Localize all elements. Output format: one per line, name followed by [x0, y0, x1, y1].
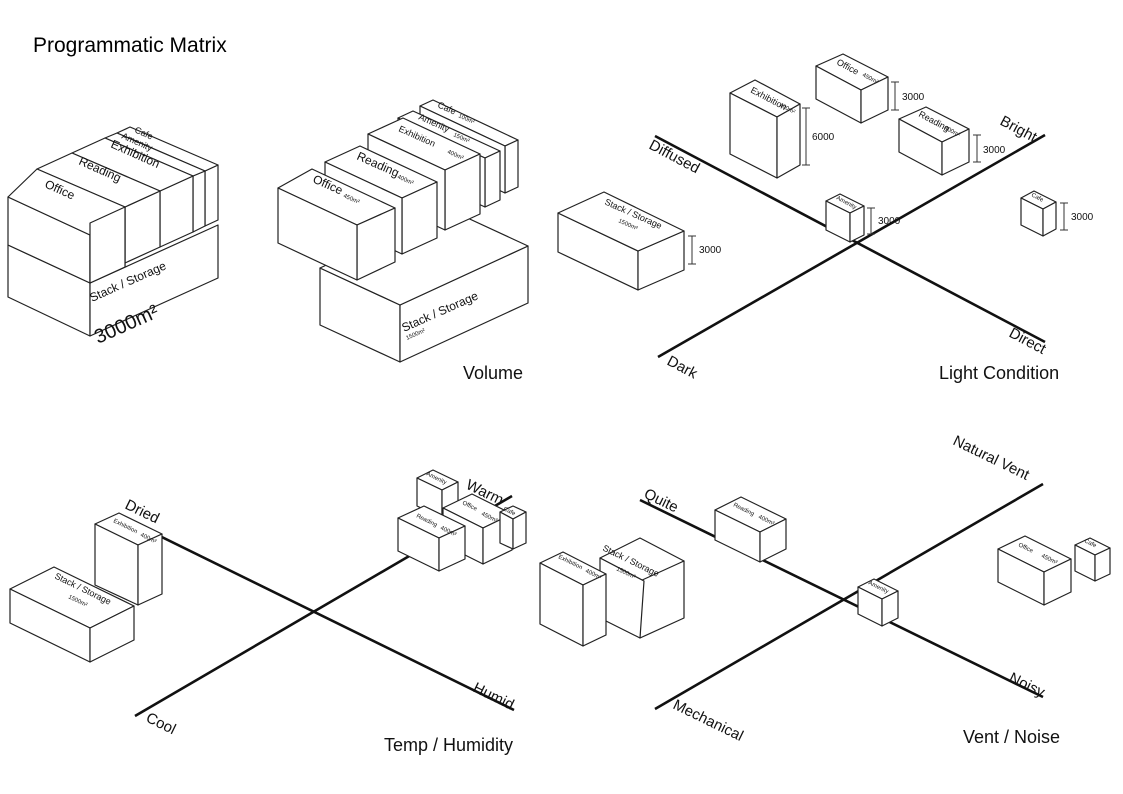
- page-title: Programmatic Matrix: [33, 34, 227, 57]
- cafe-label: Cafe: [1083, 538, 1098, 549]
- mechanical-natural-vent-axis: [654, 482, 1044, 711]
- stack-height: 3000: [699, 245, 722, 256]
- axis-label-diffused: Diffused: [646, 137, 702, 178]
- axis-label-bright: Bright: [997, 113, 1040, 147]
- dimension-line: [802, 107, 810, 166]
- exhibition-box-vent: [539, 551, 607, 647]
- exhibition-box-light: [729, 79, 801, 179]
- light-condition-caption: Light Condition: [939, 363, 1059, 383]
- amenity-box-vent: [857, 578, 899, 627]
- cafe-box-vent: [1074, 537, 1111, 582]
- stack-box-temp: [9, 566, 135, 663]
- axis-label-direct: Direct: [1006, 325, 1049, 359]
- stack-box-volume: [319, 208, 529, 363]
- axis-label-natural-vent: Natural Vent: [950, 432, 1032, 484]
- dimension-line: [891, 81, 899, 111]
- dimension-line: [973, 134, 981, 163]
- office-height: 3000: [902, 92, 925, 103]
- exhibition-height: 6000: [812, 132, 835, 143]
- office-front-box-total: [89, 206, 126, 284]
- amenity-height: 3000: [878, 216, 901, 227]
- office-box-volume: [277, 168, 396, 281]
- reading-box-temp: [397, 505, 466, 572]
- reading-box-light: [898, 106, 970, 176]
- total-volume-diagram: Office Reading Exhibition Amenity Cafe S…: [7, 125, 219, 349]
- axis-label-noisy: Noisy: [1006, 669, 1048, 701]
- amenity-box-light: [825, 193, 865, 243]
- vent-noise-caption: Vent / Noise: [963, 727, 1060, 747]
- cafe-label: Cafe: [502, 506, 517, 517]
- cafe-label: Cafe: [1030, 192, 1045, 204]
- office-box-light: [815, 53, 889, 124]
- cafe-box-light: [1020, 190, 1057, 237]
- vent-noise-diagram: Quite Noisy Natural Vent Mechanical Read…: [539, 432, 1111, 745]
- reading-box-vent: [714, 496, 787, 563]
- dark-bright-axis: [657, 133, 1046, 359]
- dimension-line: [867, 207, 875, 235]
- cafe-height: 3000: [1071, 212, 1094, 223]
- temp-humidity-caption: Temp / Humidity: [384, 735, 513, 755]
- volume-diagram: Office 450m² Reading 400m² Exhibition 40…: [277, 99, 529, 363]
- reading-box-total: [36, 152, 161, 264]
- axis-label-humid: Humid: [470, 679, 516, 713]
- axis-label-dark: Dark: [664, 353, 700, 383]
- cafe-box-temp: [499, 505, 527, 550]
- quite-noisy-axis: [639, 498, 1044, 699]
- light-condition-diagram: Diffused Bright Direct Dark Stack / Stor…: [557, 53, 1094, 383]
- axis-label-mechanical: Mechanical: [670, 696, 746, 745]
- axis-label-cool: Cool: [143, 709, 178, 738]
- temp-humidity-diagram: Dried Humid Warm Cool Exhibition 400m² S…: [9, 469, 527, 738]
- dried-humid-axis: [122, 516, 515, 712]
- cafe-box-total: [116, 126, 219, 227]
- exhibition-box-temp: [94, 512, 163, 606]
- dimension-line: [1060, 202, 1068, 231]
- stack-box-vent: [599, 537, 685, 639]
- dimension-line: [688, 235, 696, 265]
- stack-box-light: [557, 191, 685, 291]
- volume-caption: Volume: [463, 363, 523, 383]
- reading-height: 3000: [983, 145, 1006, 156]
- office-box-vent: [997, 535, 1072, 606]
